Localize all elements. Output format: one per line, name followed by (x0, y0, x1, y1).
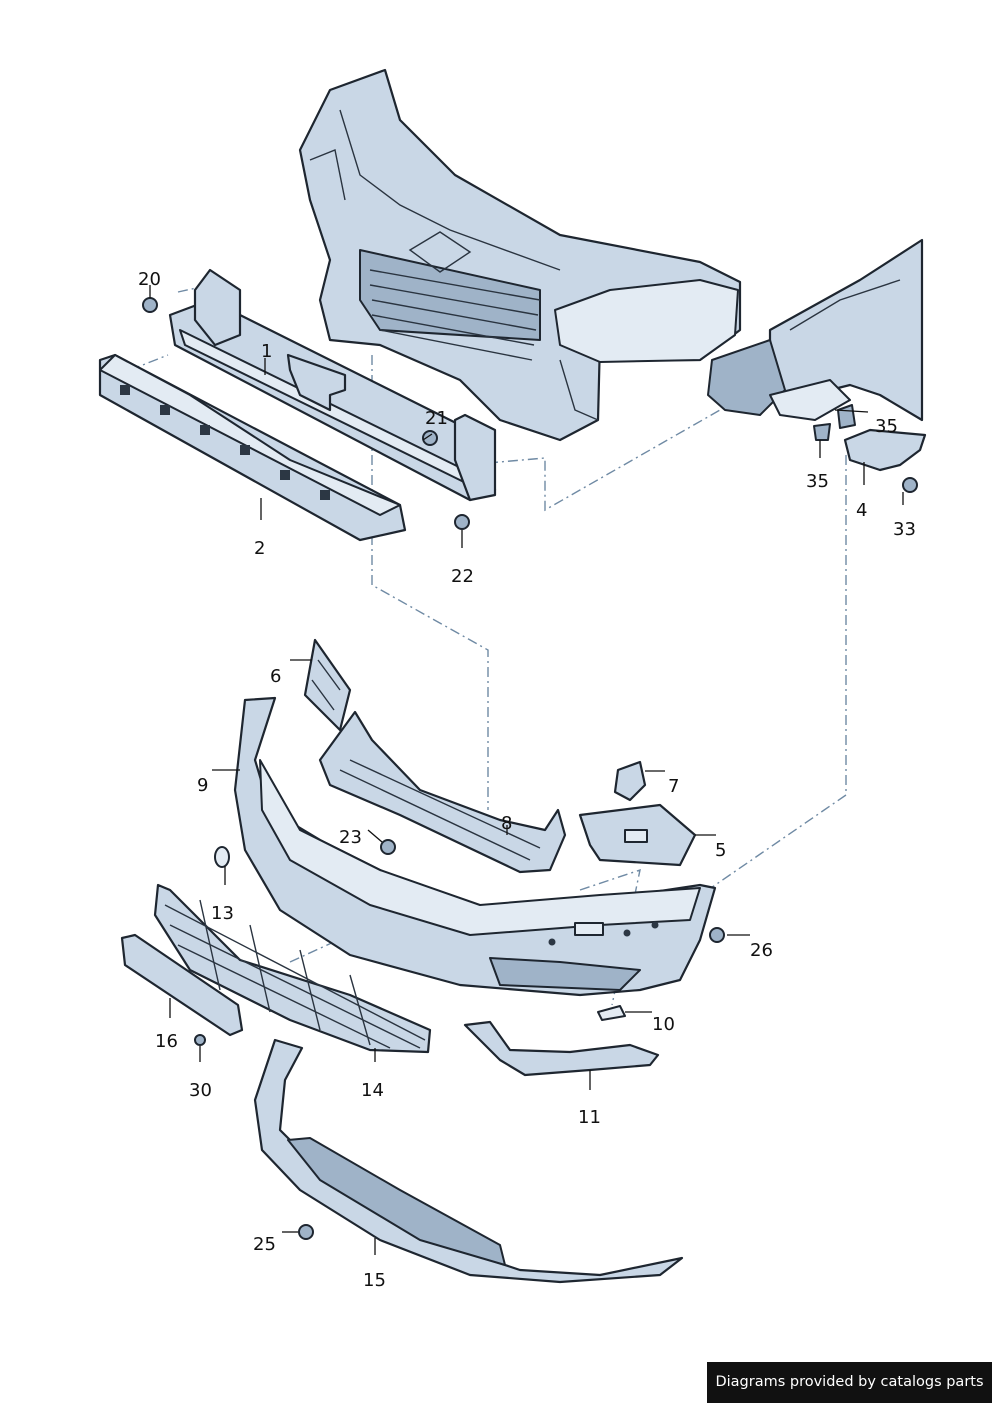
screw-20 (142, 285, 158, 313)
callout-8: 8 (501, 813, 512, 834)
callout-33: 33 (893, 519, 916, 540)
callout-16: 16 (155, 1031, 178, 1052)
cap-13 (214, 846, 230, 868)
callout-15: 15 (363, 1270, 386, 1291)
lower-grille (153, 883, 432, 1054)
callout-2: 2 (254, 538, 265, 559)
bumper-reinforcement (168, 268, 497, 502)
credit-banner: Diagrams provided by catalogs parts (707, 1362, 992, 1403)
lower-spoiler (253, 1038, 684, 1284)
leader-lines (169, 358, 904, 1255)
callout-20: 20 (138, 269, 161, 290)
callout-10: 10 (652, 1014, 675, 1035)
bumper-bracket-8 (318, 710, 567, 874)
energy-absorber (98, 353, 407, 542)
bracket-7 (613, 760, 647, 802)
callout-22: 22 (451, 566, 474, 587)
callout-9: 9 (197, 775, 208, 796)
callout-13: 13 (211, 903, 234, 924)
callout-7: 7 (668, 776, 679, 797)
plate-holder (120, 933, 244, 1037)
screw-21 (422, 430, 438, 446)
callout-labels: 1 2 4 5 6 7 8 9 10 11 13 14 15 16 20 21 … (138, 269, 916, 1291)
bracket-6 (303, 638, 352, 732)
bumper-cover (233, 696, 717, 997)
callout-25: 25 (253, 1234, 276, 1255)
rivet-30 (194, 1034, 206, 1046)
screw-22 (454, 514, 470, 530)
bracket-5 (578, 803, 697, 867)
bracket-4 (813, 404, 927, 472)
callout-35-lower: 35 (806, 471, 829, 492)
callout-6: 6 (270, 666, 281, 687)
screw-26 (709, 927, 725, 943)
screw-23 (380, 839, 396, 855)
fender-section (707, 238, 924, 422)
callout-11: 11 (578, 1107, 601, 1128)
screw-25 (298, 1224, 314, 1240)
front-carrier (298, 68, 742, 442)
callout-14: 14 (361, 1080, 384, 1101)
screws (142, 285, 918, 1240)
cap-10 (597, 1005, 626, 1021)
callout-35-upper: 35 (875, 416, 898, 437)
trim-strip (463, 1020, 660, 1077)
callout-30: 30 (189, 1080, 212, 1101)
callout-1: 1 (261, 341, 272, 362)
callout-4: 4 (856, 500, 867, 521)
screw-33 (902, 477, 918, 493)
callout-23: 23 (339, 827, 362, 848)
callout-21: 21 (425, 408, 448, 429)
callout-5: 5 (715, 840, 726, 861)
callout-26: 26 (750, 940, 773, 961)
